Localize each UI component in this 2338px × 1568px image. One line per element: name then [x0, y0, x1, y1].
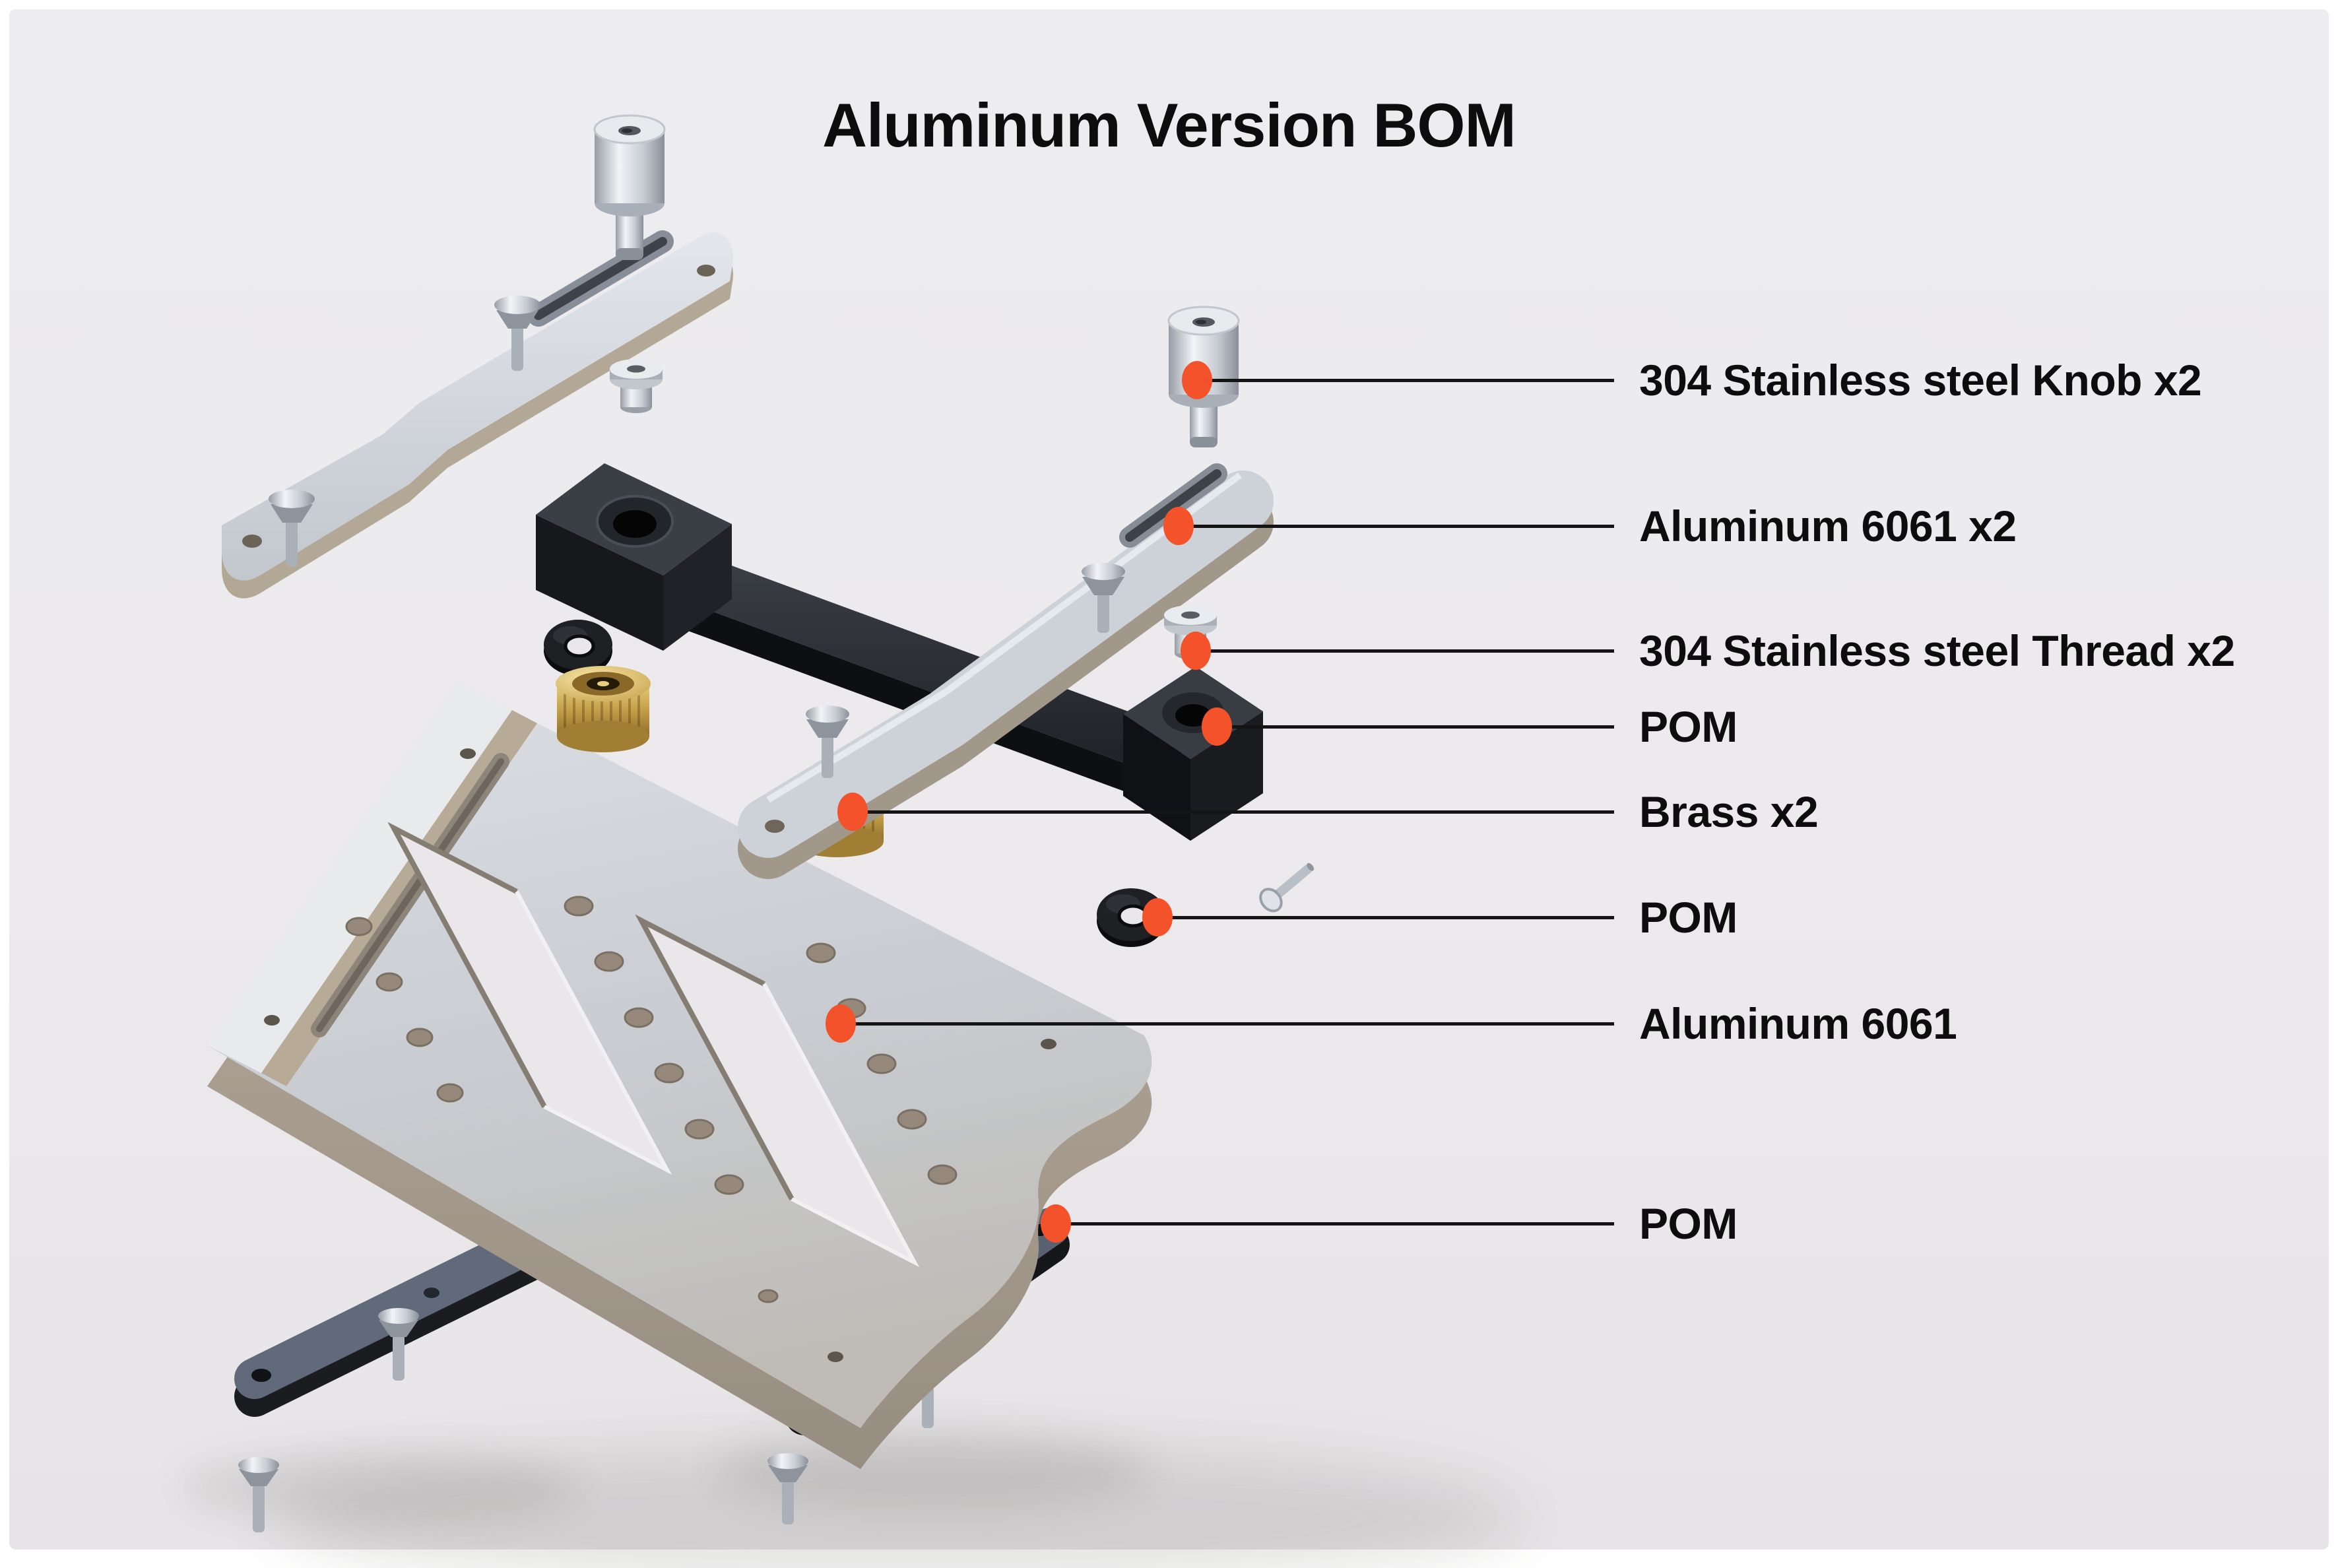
countersunk-screw-br2	[767, 1453, 808, 1524]
page-title: Aluminum Version BOM	[822, 90, 1516, 160]
callout-dot	[1182, 361, 1212, 399]
callout-label: Aluminum 6061	[1639, 999, 1957, 1048]
countersunk-screw-arm4	[1082, 563, 1125, 633]
exploded-view-render	[181, 114, 1527, 1568]
floor-shadows	[181, 1431, 1527, 1568]
callout-label: POM	[1639, 893, 1737, 942]
leader-line	[853, 810, 1614, 814]
leader-line	[1196, 649, 1614, 653]
stainless-knob-right	[1167, 306, 1240, 447]
brass-nut-left	[556, 666, 651, 752]
callout-label: 304 Stainless steel Thread x2	[1639, 626, 2235, 675]
countersunk-screw-bl2	[238, 1457, 279, 1532]
callout-dot	[1181, 632, 1211, 670]
pom-end-block	[1123, 667, 1263, 841]
callout-label: Brass x2	[1639, 787, 1819, 836]
leader-line	[1179, 525, 1614, 528]
countersunk-screw-arm2	[269, 490, 315, 566]
countersunk-screw-bl1	[378, 1308, 419, 1381]
callout-label: Aluminum 6061 x2	[1639, 502, 2017, 550]
aluminum-base-plate	[207, 682, 1152, 1469]
callout-dot	[1163, 507, 1194, 545]
stainless-knob-top	[593, 114, 666, 260]
callout-dot	[1142, 898, 1173, 936]
callout-dot	[837, 793, 868, 831]
leader-line	[1157, 916, 1614, 919]
callout-label: POM	[1639, 1199, 1737, 1248]
thread-bushing-left	[610, 359, 663, 413]
leader-line	[1217, 725, 1614, 729]
countersunk-screw-arm3	[806, 705, 849, 778]
callout-label: 304 Stainless steel Knob x2	[1639, 356, 2202, 405]
leader-line	[841, 1022, 1614, 1026]
callout-dot	[1041, 1204, 1071, 1243]
callout-label: POM	[1639, 702, 1737, 751]
leader-line	[1197, 379, 1614, 382]
callout-dot	[1202, 707, 1232, 746]
screw-lying-right	[1259, 863, 1315, 913]
pom-washer-left	[544, 620, 612, 676]
leader-line	[1056, 1222, 1614, 1225]
countersunk-screw-arm1	[494, 296, 540, 371]
callout-dot	[826, 1004, 856, 1043]
render-canvas: Aluminum Version BOM 304 Stainless steel…	[9, 9, 2329, 1568]
